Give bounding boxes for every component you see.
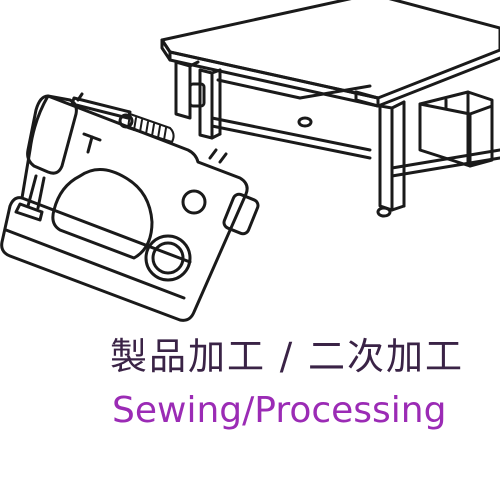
work-table-icon xyxy=(160,0,500,218)
sewing-machine-icon xyxy=(0,92,260,322)
caption-japanese: 製品加工 / 二次加工 xyxy=(110,335,464,378)
caption-english: Sewing/Processing xyxy=(112,390,447,431)
